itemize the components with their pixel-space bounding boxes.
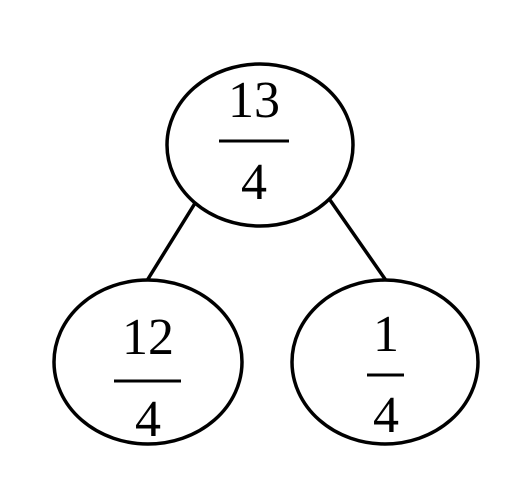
right-child-numerator: 1	[373, 306, 399, 363]
root-node-circle	[165, 62, 355, 228]
left-child-node: 12 4	[52, 278, 244, 448]
edge-root-to-left	[146, 198, 199, 281]
left-child-node-circle	[52, 278, 244, 446]
right-child-node: 1 4	[290, 278, 480, 446]
root-numerator: 13	[228, 72, 280, 129]
left-child-denominator: 4	[135, 391, 161, 448]
edge-root-to-right	[328, 198, 387, 281]
right-child-node-circle	[290, 278, 480, 446]
right-child-denominator: 4	[373, 387, 399, 444]
root-denominator: 4	[241, 154, 267, 211]
left-child-numerator: 12	[122, 309, 174, 366]
root-node: 13 4	[165, 62, 355, 228]
